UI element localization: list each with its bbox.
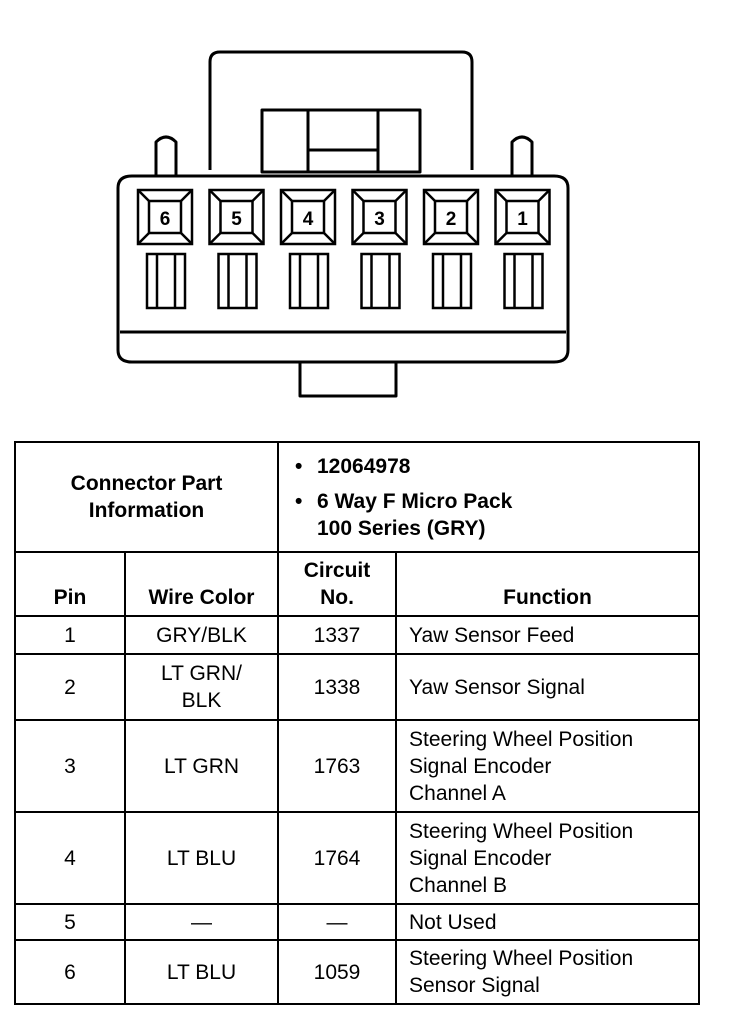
column-header-function: Function [394,551,701,617]
pin-cell: 6 [14,939,126,1005]
pin-number-label: 5 [231,209,242,230]
pin-cavity [422,188,480,246]
connector-key [298,362,398,398]
terminal-slot [431,252,473,310]
part-description-line2: 100 Series (GRY) [317,517,486,540]
pin-number-label: 1 [517,209,528,230]
pin-cell: 2 [14,653,126,721]
terminal-slot [288,252,330,310]
connector-drawing: 6 5 4 3 2 1 [116,50,570,398]
circuit-cell: 1059 [277,939,397,1005]
wire-color-cell: LT GRN/BLK [124,653,279,721]
wire-color-cell: LT GRN [124,719,279,813]
wire-color-cell: LT BLU [124,939,279,1005]
left-post [154,135,178,176]
part-description-line1: 6 Way F Micro Pack [295,488,690,515]
pin-number-label: 4 [303,209,314,230]
pin-cavities: 6 5 4 3 2 1 [136,188,551,310]
column-header-circuit: Circuit No. [277,551,397,617]
pin-number-label: 3 [374,209,385,230]
pin-row: 5——Not Used [14,903,701,941]
connector-latch [208,50,474,170]
circuit-cell: 1337 [277,615,397,655]
pin-cell: 1 [14,615,126,655]
connector-pin-table: Connector Part Information 12064978 6 Wa… [14,441,701,1005]
terminal-slot [360,252,401,310]
part-number: 12064978 [295,453,690,480]
part-info-label: Connector Part Information [14,441,279,553]
function-cell: Not Used [394,903,701,941]
wire-color-cell: — [124,903,279,941]
column-header-pin: Pin [14,551,126,617]
terminal-slot [503,252,544,310]
pin-cavity [208,188,265,246]
pin-cavity [494,188,551,246]
right-post [510,135,534,176]
pin-cell: 4 [14,811,126,905]
wire-color-cell: GRY/BLK [124,615,279,655]
column-header-wire-color: Wire Color [124,551,279,617]
pin-cavity [136,188,194,246]
circuit-cell: 1764 [277,811,397,905]
part-info-details: 12064978 6 Way F Micro Pack 100 Series (… [276,441,701,553]
pin-number-label: 2 [446,209,457,230]
pin-cavity [351,188,408,246]
circuit-cell: 1763 [277,719,397,813]
pin-cell: 5 [14,903,126,941]
terminal-slot [217,252,258,310]
pin-cell: 3 [14,719,126,813]
pin-cavity [279,188,337,246]
pin-number-label: 6 [160,209,171,230]
wire-color-cell: LT BLU [124,811,279,905]
terminal-slot [145,252,187,310]
circuit-cell: — [277,903,397,941]
function-cell: Yaw Sensor Feed [394,615,701,655]
function-cell: Yaw Sensor Signal [394,653,701,721]
circuit-cell: 1338 [277,653,397,721]
latch-inner [260,108,422,174]
connector-body [116,174,570,364]
